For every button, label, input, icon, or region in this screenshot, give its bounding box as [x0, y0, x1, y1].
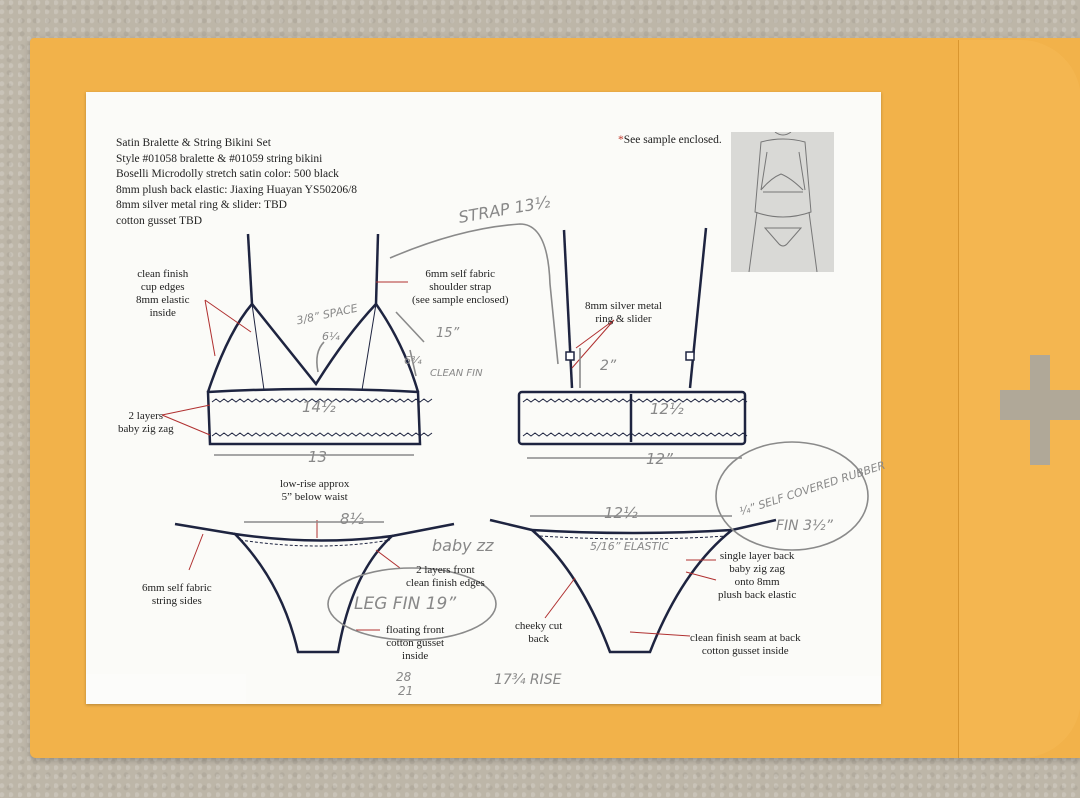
label-line: cotton gusset: [386, 637, 445, 649]
label-line: inside: [402, 650, 429, 662]
hand-fin: FIN 3½”: [776, 518, 833, 534]
leg-fin-circle: [327, 567, 497, 641]
bra-back-band: [517, 390, 747, 446]
zigzag-stitch: [522, 398, 748, 403]
sample-note-text: See sample enclosed.: [623, 134, 722, 146]
spec-line: Style #01058 bralette & #01059 string bi…: [116, 152, 323, 165]
hand-bikini-back: 12½: [604, 504, 638, 522]
label-low-rise: low-rise approx 5” below waist: [280, 478, 349, 504]
label-line: 5” below waist: [281, 491, 348, 503]
label-ring-slider: 8mm silver metal ring & slider: [585, 300, 662, 326]
hand-baby-zz: baby zz: [432, 536, 494, 555]
label-line: shoulder strap: [429, 281, 492, 293]
label-seam-back: clean finish seam at back cotton gusset …: [690, 632, 801, 658]
spec-line: 8mm plush back elastic: Jiaxing Huayan Y…: [116, 183, 358, 196]
sample-note: *See sample enclosed.: [618, 134, 722, 147]
bikini-front-body: [231, 532, 396, 654]
label-line: 6mm self fabric: [425, 268, 496, 280]
label-line: clean finish: [137, 268, 189, 280]
bra-front-cups: [206, 302, 420, 393]
spec-line: Boselli Microdolly stretch satin color: …: [116, 168, 339, 180]
label-line: low-rise approx: [280, 478, 350, 490]
label-line: floating front: [386, 624, 445, 636]
label-line: back: [528, 633, 550, 645]
label-line: 8mm silver metal: [585, 300, 662, 312]
hand-rise: 17¾ RISE: [494, 672, 562, 688]
tape-strip: [740, 676, 881, 704]
bikini-back-string-left: [489, 518, 533, 532]
hand-num-a: 28: [396, 670, 412, 684]
label-line: 8mm elastic: [136, 294, 190, 306]
label-line: cup edges: [140, 281, 185, 293]
bra-front-strap-right: [374, 233, 380, 305]
label-line: single layer back: [719, 550, 795, 562]
label-line: clean finish seam at back: [690, 632, 801, 644]
bra-back-strap-left: [562, 229, 574, 389]
hand-elastic: 5/16” ELASTIC: [590, 540, 670, 553]
spec-line: 8mm silver metal ring & slider: TBD: [116, 199, 287, 211]
hand-leg-fin: LEG FIN 19”: [354, 594, 457, 614]
label-line: 2 layers front: [416, 564, 475, 576]
label-front-layers: 2 layers front clean finish edges: [406, 564, 485, 590]
bra-front-strap-left: [246, 233, 254, 305]
label-line: string sides: [151, 595, 202, 607]
label-line: 6mm self fabric: [142, 582, 212, 594]
label-line: 2 layers: [128, 410, 164, 422]
figure-sketch: [748, 131, 818, 273]
ring-icon: [565, 351, 575, 361]
hand-front-width: 13: [308, 448, 328, 466]
label-line: baby zig zag: [729, 563, 785, 575]
hand-strap-a: 6¼: [322, 330, 340, 343]
clasp-hole-icon: [1000, 355, 1080, 465]
hand-back-band: 12½: [650, 400, 684, 418]
bra-back-strap-right: [688, 227, 708, 389]
label-back-single: single layer back baby zig zag onto 8mm …: [718, 550, 796, 602]
bikini-front-string-left: [174, 522, 236, 536]
label-strap: 6mm self fabric shoulder strap (see samp…: [412, 268, 509, 307]
figure-thumbnail: [731, 131, 834, 273]
strap-arrow: [389, 223, 559, 365]
hand-bikini-front: 8½: [340, 510, 365, 528]
label-string-sides: 6mm self fabric string sides: [142, 582, 212, 608]
tape-strip: [86, 674, 246, 704]
bikini-front-string-right: [391, 522, 455, 538]
hand-strap-c: 6¾: [404, 354, 422, 367]
hand-clean-fin: CLEAN FIN: [430, 368, 483, 379]
label-line: cotton gusset inside: [701, 645, 789, 657]
bikini-back-body: [528, 528, 736, 654]
label-zigzag: 2 layers baby zig zag: [118, 410, 174, 436]
rubber-circle: [715, 441, 869, 551]
label-cup-edges: clean finish cup edges 8mm elastic insid…: [136, 268, 189, 320]
slider-icon: [685, 351, 695, 361]
spec-line: Satin Bralette & String Bikini Set: [116, 137, 271, 149]
hand-ring-drop: 2”: [600, 358, 617, 374]
hand-back-width: 12”: [646, 450, 673, 468]
sample-asterisk: *: [618, 134, 624, 146]
spec-line: cotton gusset TBD: [116, 214, 203, 227]
bikini-back-string-right: [731, 518, 777, 532]
label-line: ring & slider: [595, 313, 652, 325]
label-line: clean finish edges: [406, 577, 485, 589]
label-line: inside: [149, 307, 176, 319]
spec-block: Satin Bralette & String Bikini Set Style…: [116, 136, 357, 229]
label-line: (see sample enclosed): [412, 294, 509, 306]
zigzag-stitch: [211, 432, 433, 437]
hand-num-b: 21: [398, 684, 414, 698]
hand-strap-b: 15”: [436, 326, 460, 341]
bra-front-band: [206, 387, 422, 446]
label-line: cheeky cut: [515, 620, 563, 632]
zigzag-stitch: [522, 432, 748, 437]
hand-front-band: 14½: [302, 398, 336, 416]
label-line: baby zig zag: [118, 423, 174, 435]
zigzag-stitch: [211, 398, 433, 403]
label-cheeky: cheeky cut back: [515, 620, 562, 646]
label-gusset-front: floating front cotton gusset inside: [386, 624, 444, 663]
label-line: plush back elastic: [718, 589, 797, 601]
label-line: onto 8mm: [734, 576, 780, 588]
